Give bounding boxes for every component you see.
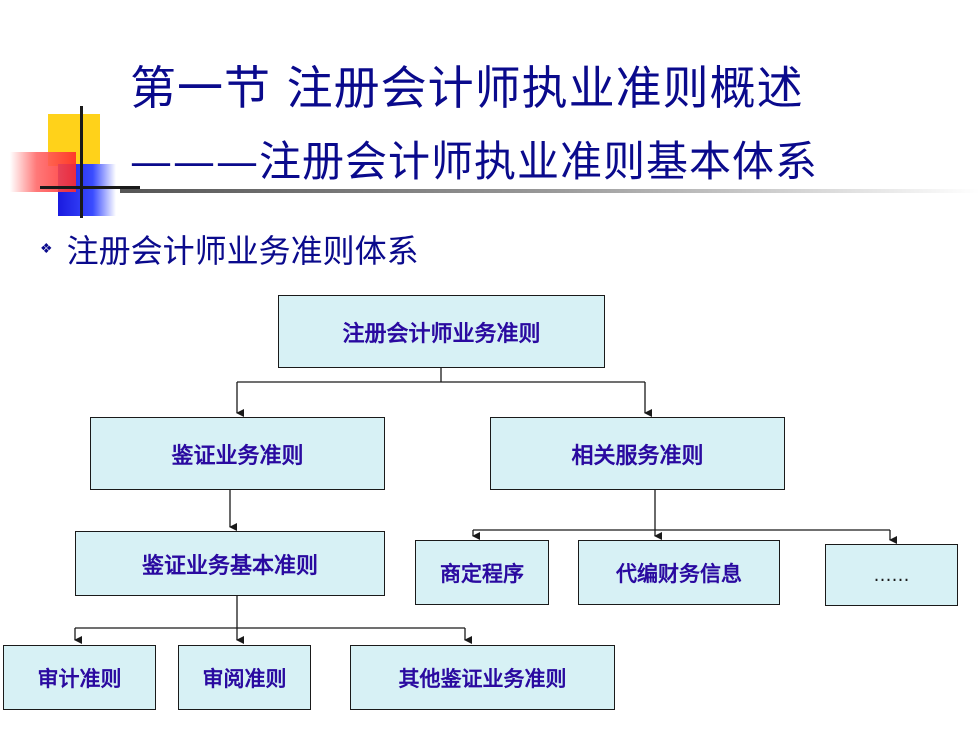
node-related-services-standards: 相关服务准则 [490, 417, 785, 490]
corner-decoration [0, 100, 140, 220]
node-root: 注册会计师业务准则 [278, 295, 605, 368]
horizontal-rule [40, 186, 140, 189]
node-assurance-basic: 鉴证业务基本准则 [75, 531, 385, 596]
node-compilation: 代编财务信息 [578, 540, 780, 605]
node-other-assurance-standards: 其他鉴证业务准则 [350, 645, 615, 710]
diamond-bullet-icon: ❖ [40, 241, 53, 257]
bullet-text: 注册会计师业务准则体系 [66, 232, 419, 270]
bullet-item: ❖ 注册会计师业务准则体系 [40, 226, 419, 272]
slide-title: 第一节 注册会计师执业准则概述 [130, 61, 804, 115]
slide-subtitle: ———注册会计师执业准则基本体系 [130, 137, 819, 186]
vertical-rule [80, 106, 83, 218]
title-underline [120, 189, 980, 193]
node-agreed-procedures: 商定程序 [415, 540, 549, 605]
red-square [10, 152, 76, 192]
node-audit-standards: 审计准则 [3, 645, 156, 710]
node-assurance-standards: 鉴证业务准则 [90, 417, 385, 490]
node-ellipsis: …… [825, 544, 958, 606]
node-review-standards: 审阅准则 [178, 645, 311, 710]
